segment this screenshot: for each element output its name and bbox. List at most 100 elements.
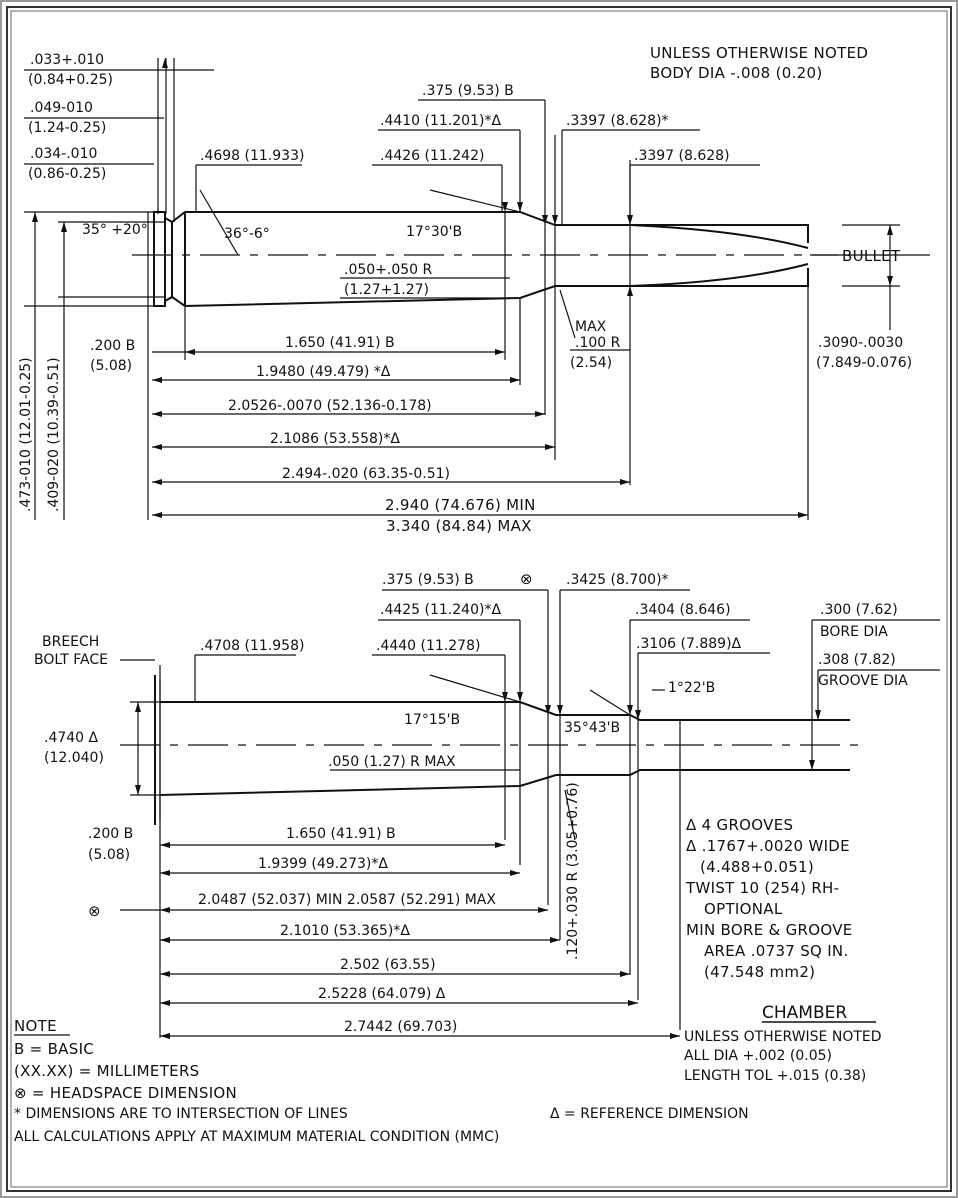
chamber-title: CHAMBER [762,1003,847,1023]
chamber-length-7: 2.7442 (69.703) [344,1019,457,1035]
breech-label-line1: BREECH [42,634,99,650]
chamber-neck-position: .375 (9.53) B [382,572,474,588]
case-length-total: 2.494-.020 (63.35-0.51) [282,466,450,482]
cartridge-bullet-ogive [629,224,809,287]
shoulder-radius-in: .050+.050 R [344,262,433,278]
groove-depth-mm: (0.86-0.25) [28,166,106,182]
chamber-neck-diameter: .3404 (8.646) [635,602,731,618]
neck-radius-max-label: MAX [575,319,607,335]
chamber-rim-diameter-mm: (12.040) [44,750,104,766]
chamber-neck-radius: .120+.030 R (3.05+0.76) [565,782,581,960]
rifling-line2: Δ .1767+.0020 WIDE [686,837,850,855]
extractor-width-in: .049-010 [30,100,93,116]
groove-diameter-label: GROOVE DIA [818,673,908,689]
groove-depth-in: .034-.010 [30,146,97,162]
chamber-labels: BREECH BOLT FACE .375 (9.53) B ⊗ .3425 (… [34,570,908,1084]
base-to-groove-in: .200 B [90,338,135,354]
rifling-line7: AREA .0737 SQ IN. [704,942,849,960]
headspace-dimension: 2.0487 (52.037) MIN 2.0587 (52.291) MAX [198,892,496,908]
legend: NOTE B = BASIC (XX.XX) = MILLIMETERS ⊗ =… [14,1017,749,1145]
rim-diameter: .473-010 (12.01-0.25) [18,357,34,512]
bullet-diameter-mm: (7.849-0.076) [816,355,912,371]
extractor-angle: 35° +20° [82,222,148,238]
cartridge-labels: UNLESS OTHERWISE NOTED BODY DIA -.008 (0… [18,44,912,535]
cartridge-note-body-dia: BODY DIA -.008 (0.20) [650,64,822,82]
case-neck-position-basic: .375 (9.53) B [422,83,514,99]
legend-reference: Δ = REFERENCE DIMENSION [550,1106,749,1122]
legend-intersection: * DIMENSIONS ARE TO INTERSECTION OF LINE… [14,1106,348,1122]
legend-millimeters: (XX.XX) = MILLIMETERS [14,1062,200,1080]
case-base-diameter: .4698 (11.933) [200,148,304,164]
case-shoulder-angle: 17°30'B [406,224,462,240]
bullet-diameter-in: .3090-.0030 [818,335,903,351]
chamber-tol-line1: UNLESS OTHERWISE NOTED [684,1029,882,1045]
chamber-throat-angle: 35°43'B [564,720,620,736]
cartridge-body-top [171,211,809,243]
case-length-neck-start: 2.1086 (53.558)*Δ [270,431,400,447]
headspace-symbol: ⊗ [520,570,533,588]
shoulder-radius-mm: (1.27+1.27) [344,282,429,298]
case-shoulder-diameter: .4426 (11.242) [380,148,484,164]
case-shoulder-intersection: .4410 (11.201)*Δ [380,113,501,129]
chamber-length-2: 1.9399 (49.273)*Δ [258,856,388,872]
overall-length-max: 3.340 (84.84) MAX [386,517,532,535]
rifling-line1: Δ 4 GROOVES [686,816,793,834]
cartridge-rim [153,211,166,307]
chamber-rim-diameter-in: .4740 Δ [44,730,99,746]
case-length-shoulder-intersect: 1.9480 (49.479) *Δ [256,364,391,380]
chamber-neck-diameter-star: .3425 (8.700)* [566,572,669,588]
chamber-throat-diameter: .3106 (7.889)Δ [636,636,742,652]
chamber-length-5: 2.502 (63.55) [340,957,436,973]
rifling-line3: (4.488+0.051) [700,858,814,876]
dimension-arrowheads [32,58,893,1039]
bullet-label: BULLET [842,247,901,265]
leade-angle: 1°22'B [668,680,715,696]
rifling-line6: MIN BORE & GROOVE [686,921,853,939]
chamber-base-to-groove-in: .200 B [88,826,133,842]
breech-label-line2: BOLT FACE [34,652,108,668]
chamber-top-profile [160,701,850,721]
chamber-base-diameter: .4708 (11.958) [200,638,304,654]
chamber-bottom-profile [159,769,850,796]
overall-length-min: 2.940 (74.676) MIN [385,496,536,514]
neck-radius-in: .100 R [575,335,621,351]
rifling-line8: (47.548 mm2) [704,963,815,981]
legend-heading: NOTE [14,1017,57,1035]
chamber-radius-max: .050 (1.27) R MAX [328,754,456,770]
base-to-groove-mm: (5.08) [90,358,132,374]
headspace-symbol-left: ⊗ [88,902,101,920]
cartridge-body-bottom [171,268,809,308]
chamber-tol-line2: ALL DIA +.002 (0.05) [684,1048,832,1064]
chamber-shoulder-angle: 17°15'B [404,712,460,728]
cartridge-note-unless: UNLESS OTHERWISE NOTED [650,44,868,62]
rim-thickness-mm: (0.84+0.25) [28,72,113,88]
extractor-width-mm: (1.24-0.25) [28,120,106,136]
groove-diameter: .308 (7.82) [818,652,896,668]
chamber-shoulder-diameter: .4440 (11.278) [376,638,480,654]
rim-thickness-in: .033+.010 [30,52,104,68]
case-length-headspace: 2.0526-.0070 (52.136-0.178) [228,398,432,414]
rifling-line5: OPTIONAL [704,900,783,918]
chamber-tol-line3: LENGTH TOL +.015 (0.38) [684,1068,866,1084]
cartridge-drawing [24,58,930,520]
chamber-length-6: 2.5228 (64.079) Δ [318,986,446,1002]
legend-basic: B = BASIC [14,1040,94,1058]
chamber-length-1: 1.650 (41.91) B [286,826,396,842]
case-neck-diameter-star: .3397 (8.628)* [566,113,669,129]
case-neck-diameter: .3397 (8.628) [634,148,730,164]
extractor-groove-diameter: .409-020 (10.39-0.51) [46,357,62,512]
bore-diameter: .300 (7.62) [820,602,898,618]
chamber-length-4: 2.1010 (53.365)*Δ [280,923,410,939]
rifling-line4: TWIST 10 (254) RH- [685,879,839,897]
chamber-drawing [120,589,940,1038]
legend-headspace: ⊗ = HEADSPACE DIMENSION [14,1084,237,1102]
case-length-shoulder-start: 1.650 (41.91) B [285,335,395,351]
legend-mmc: ALL CALCULATIONS APPLY AT MAXIMUM MATERI… [14,1129,499,1145]
bore-diameter-label: BORE DIA [820,624,888,640]
chamber-base-to-groove-mm: (5.08) [88,847,130,863]
cartridge-extractor-groove [164,217,173,302]
chamber-shoulder-intersect: .4425 (11.240)*Δ [380,602,501,618]
neck-radius-mm: (2.54) [570,355,612,371]
